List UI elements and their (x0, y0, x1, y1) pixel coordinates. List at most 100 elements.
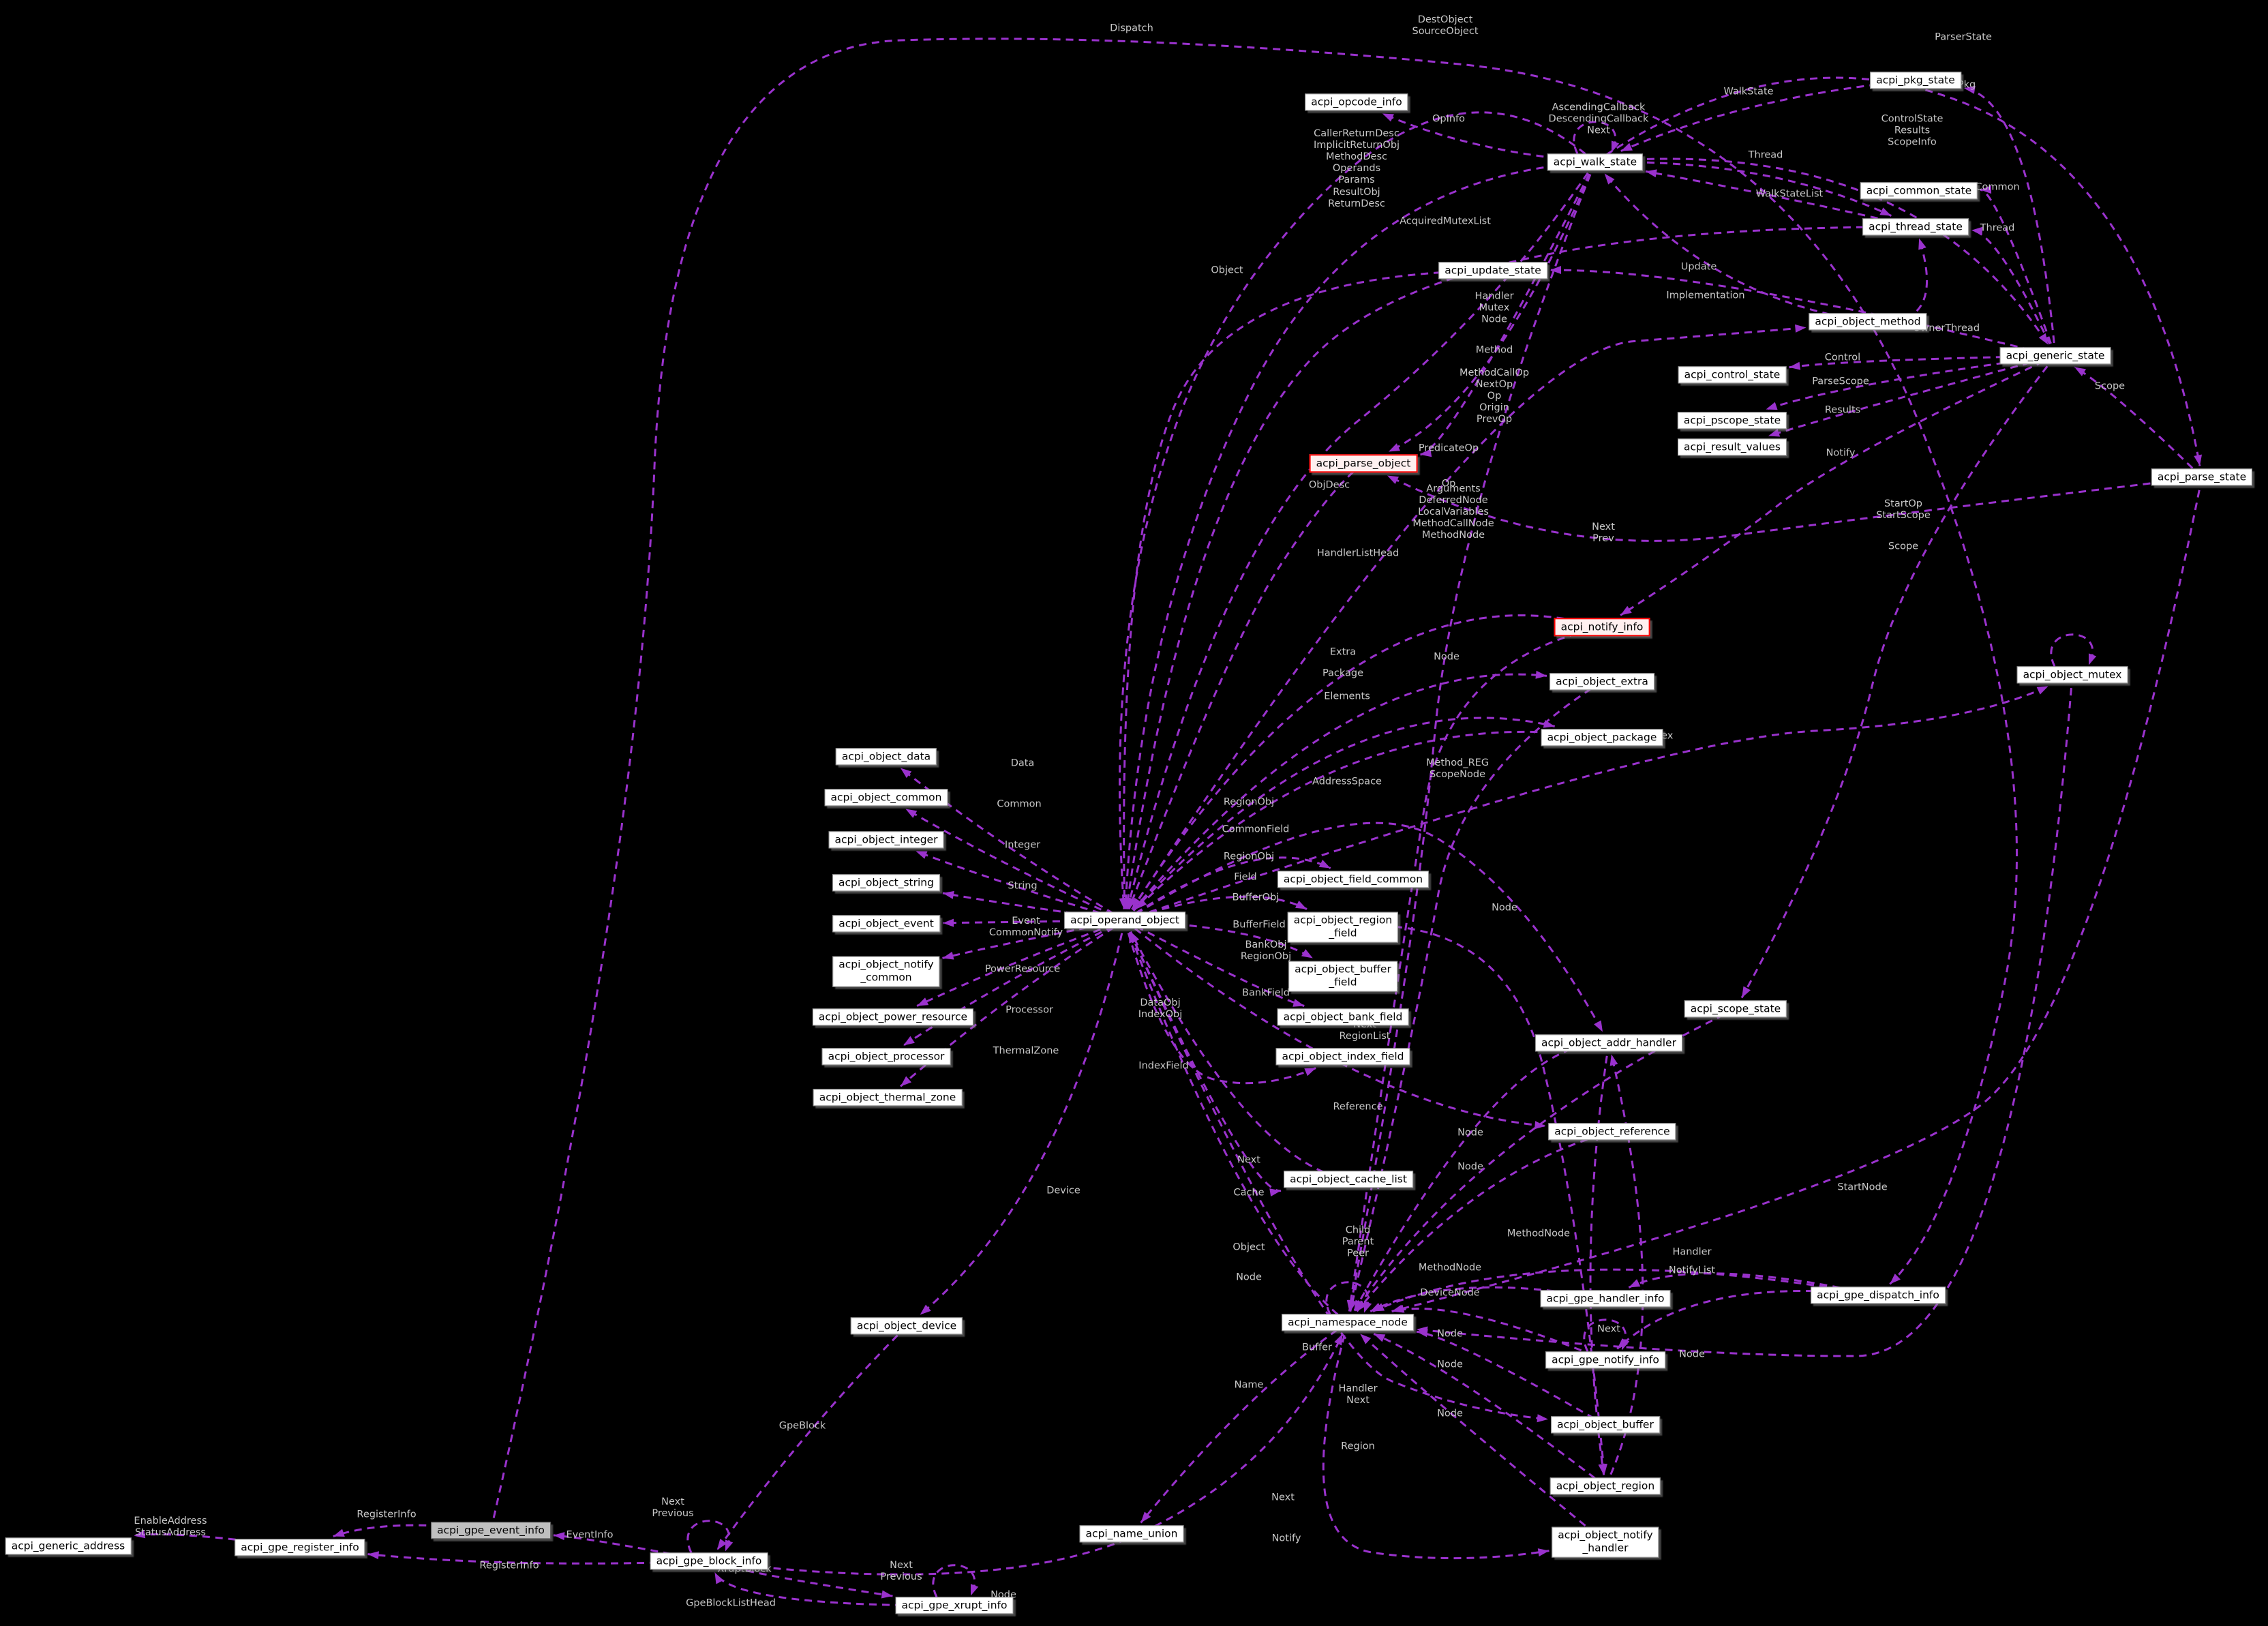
node-acpi_pkg_state[interactable]: acpi_pkg_state (1870, 72, 1961, 89)
node-acpi_object_mutex[interactable]: acpi_object_mutex (2016, 666, 2128, 684)
node-acpi_gpe_handler_info[interactable]: acpi_gpe_handler_info (1540, 1290, 1671, 1308)
edge-label: Common (997, 798, 1042, 810)
edge-label: Handler (1672, 1246, 1712, 1258)
edge-line (1620, 355, 2056, 616)
edge-line (905, 808, 1125, 922)
edge-label: OwnerThread (1912, 322, 1980, 334)
node-acpi_generic_state[interactable]: acpi_generic_state (1999, 347, 2111, 365)
edge-label: CallerReturnDesc ImplicitReturnObj Metho… (1313, 128, 1400, 209)
node-acpi_update_state[interactable]: acpi_update_state (1438, 262, 1547, 280)
node-acpi_object_extra[interactable]: acpi_object_extra (1549, 673, 1654, 691)
edge-line (1125, 226, 1916, 909)
node-acpi_object_method[interactable]: acpi_object_method (1809, 313, 1927, 331)
edge-line (716, 1325, 908, 1551)
node-acpi_object_power_resource[interactable]: acpi_object_power_resource (812, 1008, 974, 1026)
node-acpi_parse_state[interactable]: acpi_parse_state (2151, 468, 2253, 486)
node-acpi_object_region[interactable]: acpi_object_region (1549, 1477, 1661, 1495)
node-acpi_object_addr_handler[interactable]: acpi_object_addr_handler (1535, 1034, 1682, 1052)
node-acpi_object_package[interactable]: acpi_object_package (1541, 729, 1663, 747)
edge-arrowhead (1611, 140, 1620, 153)
node-acpi_object_field_common[interactable]: acpi_object_field_common (1277, 871, 1430, 888)
edge-arrowhead (1620, 142, 1633, 151)
node-acpi_gpe_event_info[interactable]: acpi_gpe_event_info (431, 1522, 551, 1539)
edge-label: Elements (1324, 691, 1370, 702)
edge-arrowhead (1594, 1020, 1603, 1032)
edge-label: NotifyList (1668, 1265, 1716, 1276)
edge-label: MethodNode (1507, 1228, 1571, 1239)
node-acpi_object_processor[interactable]: acpi_object_processor (821, 1048, 951, 1066)
edge-label: OpInfo (1432, 113, 1466, 125)
node-acpi_object_reference[interactable]: acpi_object_reference (1548, 1123, 1676, 1141)
node-acpi_gpe_xrupt_info[interactable]: acpi_gpe_xrupt_info (895, 1597, 1014, 1614)
edge-arrowhead (903, 1036, 915, 1046)
node-acpi_object_buffer[interactable]: acpi_object_buffer (1551, 1416, 1660, 1434)
node-acpi_object_data[interactable]: acpi_object_data (835, 748, 937, 766)
edge-arrowhead (554, 1532, 565, 1541)
edge-line (1963, 87, 2057, 357)
edge-arrowhead (1598, 1463, 1607, 1475)
edge-line (2074, 366, 2203, 479)
edge-arrowhead (1360, 1334, 1372, 1344)
edge-label: MethodNode (1418, 1262, 1482, 1274)
node-acpi_result_values[interactable]: acpi_result_values (1678, 438, 1787, 456)
node-acpi_opcode_info[interactable]: acpi_opcode_info (1305, 93, 1408, 111)
edge-line (1348, 162, 1597, 1312)
node-acpi_object_notify_handler[interactable]: acpi_object_notify _handler (1552, 1526, 1659, 1558)
edge-arrowhead (1537, 1414, 1548, 1423)
edge-line (1359, 1333, 1606, 1544)
node-acpi_pscope_state[interactable]: acpi_pscope_state (1677, 412, 1787, 430)
node-acpi_gpe_notify_info[interactable]: acpi_gpe_notify_info (1545, 1351, 1665, 1369)
node-acpi_object_cache_list[interactable]: acpi_object_cache_list (1284, 1171, 1413, 1188)
edge-line (1416, 674, 2074, 1357)
edge-arrowhead (367, 1551, 380, 1560)
node-acpi_walk_state[interactable]: acpi_walk_state (1547, 153, 1644, 171)
node-acpi_object_integer[interactable]: acpi_object_integer (828, 831, 944, 849)
edge-label: BankObj RegionObj (1240, 939, 1292, 962)
edge-line (1123, 326, 1806, 921)
edge-line (1124, 919, 1305, 1007)
edge-line (1416, 1330, 1606, 1426)
edge-line (1131, 614, 1603, 910)
edge-arrowhead (943, 918, 954, 927)
node-acpi_object_thermal_zone[interactable]: acpi_object_thermal_zone (813, 1089, 963, 1106)
edge-arrowhead (1890, 1274, 1901, 1284)
edge-line (1135, 730, 1603, 910)
node-acpi_object_region_field[interactable]: acpi_object_region _field (1287, 912, 1399, 943)
edge-arrowhead (900, 768, 912, 779)
edge-label: Node (1434, 651, 1460, 663)
node-acpi_object_notify_common[interactable]: acpi_object_notify _common (832, 956, 940, 987)
node-acpi_object_bank_field[interactable]: acpi_object_bank_field (1277, 1008, 1409, 1026)
edge-arrowhead (916, 851, 928, 859)
node-acpi_object_event[interactable]: acpi_object_event (832, 915, 940, 933)
node-acpi_operand_object[interactable]: acpi_operand_object (1064, 912, 1185, 929)
edge-arrowhead (1348, 1299, 1357, 1312)
node-acpi_object_buffer_field[interactable]: acpi_object_buffer _field (1288, 961, 1397, 992)
node-acpi_generic_address[interactable]: acpi_generic_address (5, 1537, 132, 1555)
node-acpi_gpe_dispatch_info[interactable]: acpi_gpe_dispatch_info (1811, 1286, 1946, 1304)
node-acpi_gpe_block_info[interactable]: acpi_gpe_block_info (650, 1552, 768, 1570)
node-acpi_scope_state[interactable]: acpi_scope_state (1684, 1000, 1787, 1018)
edge-label: Region (1341, 1441, 1375, 1452)
node-acpi_control_state[interactable]: acpi_control_state (1678, 366, 1787, 384)
edge-arrowhead (1620, 605, 1632, 616)
edge-label: Name (1234, 1379, 1264, 1391)
edge-line (708, 1333, 1344, 1576)
node-acpi_object_index_field[interactable]: acpi_object_index_field (1275, 1048, 1410, 1066)
edge-label: Arguments DeferredNode LocalVariables Me… (1412, 483, 1494, 541)
node-acpi_object_common[interactable]: acpi_object_common (824, 789, 948, 807)
node-acpi_namespace_node[interactable]: acpi_namespace_node (1282, 1314, 1414, 1331)
edge-arrowhead (333, 1529, 345, 1537)
edge-arrowhead (2074, 367, 2087, 376)
edge-label: RegisterInfo (479, 1560, 539, 1571)
node-acpi_object_device[interactable]: acpi_object_device (850, 1317, 963, 1335)
node-acpi_notify_info[interactable]: acpi_notify_info (1554, 618, 1650, 637)
edge-arrowhead (1971, 226, 1983, 235)
edge-label: MethodCallOp NextOp Op Origin PrevOp (1459, 367, 1530, 425)
edge-label: AscendingCallback DescendingCallback Nex… (1548, 102, 1649, 136)
node-acpi_common_state[interactable]: acpi_common_state (1860, 182, 1978, 200)
node-acpi_thread_state[interactable]: acpi_thread_state (1862, 218, 1969, 236)
node-acpi_object_string[interactable]: acpi_object_string (832, 874, 940, 892)
node-acpi_gpe_register_info[interactable]: acpi_gpe_register_info (235, 1539, 365, 1556)
node-acpi_parse_object[interactable]: acpi_parse_object (1309, 454, 1418, 473)
node-acpi_name_union[interactable]: acpi_name_union (1079, 1525, 1184, 1543)
